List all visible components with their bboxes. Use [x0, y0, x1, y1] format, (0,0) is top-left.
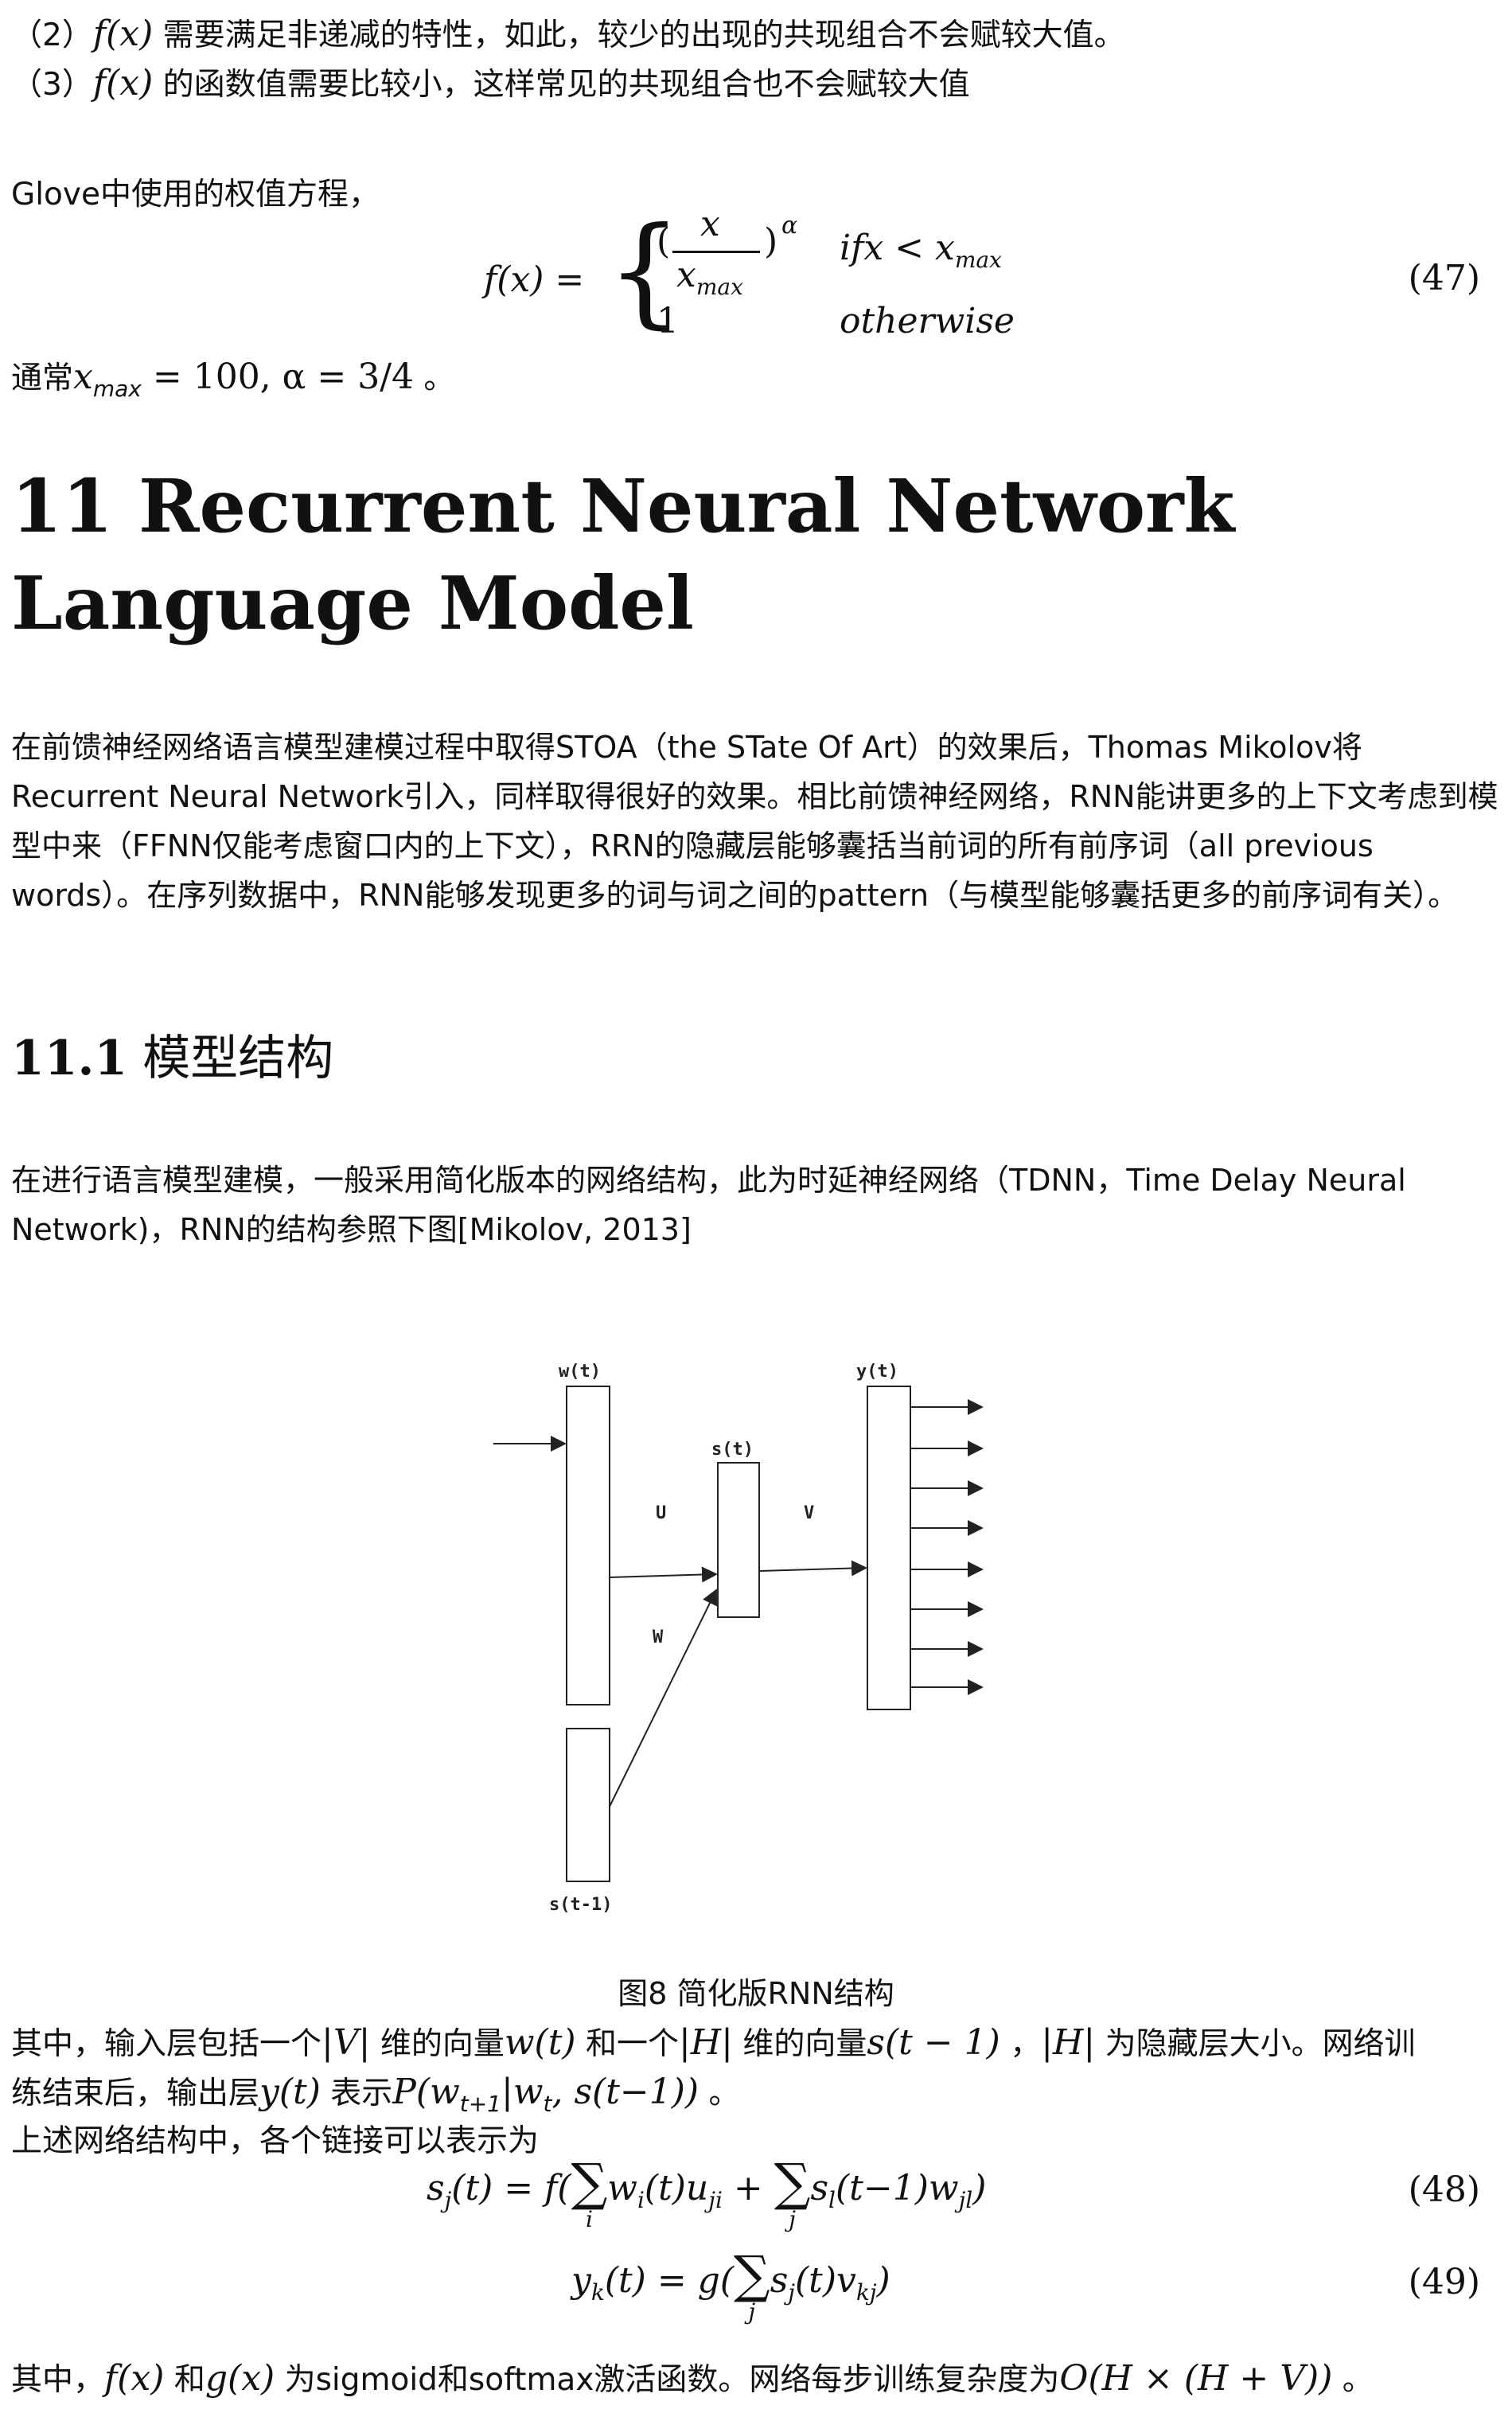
output-layer-box	[867, 1386, 911, 1710]
explain-line-2: 练结束后，输出层y(t) 表示P(wt+1|wt, s(t−1)) 。	[11, 2072, 740, 2117]
math-inline: f(x)	[92, 63, 154, 103]
label-w: w(t)	[559, 1362, 601, 1382]
glove-lead-text: Glove中使用的权值方程，	[11, 177, 380, 212]
glove-note: 通常xmax = 100, α = 3/4 。	[11, 357, 455, 402]
label-y: y(t)	[856, 1362, 898, 1382]
label-s: s(t)	[711, 1440, 754, 1460]
item-number: （2）	[11, 18, 93, 53]
label-w-weight: W	[653, 1628, 664, 1647]
item-text: 的函数值需要比较小，这样常见的共现组合也不会赋较大值	[153, 67, 970, 103]
explain-line-3: 上述网络结构中，各个链接可以表示为	[11, 2123, 540, 2159]
subsection-number: 11.1	[11, 1031, 128, 1086]
w-connection-arrow	[609, 1589, 718, 1807]
output-arrows	[910, 1399, 984, 1695]
section-paragraph: 在前馈神经网络语言模型建模过程中取得STOA（the STate Of Art）…	[11, 730, 1498, 913]
u-connection-arrow	[609, 1566, 718, 1583]
fraction-numerator: x	[700, 204, 720, 244]
explain-line-1: 其中，输入层包括一个|V| 维的向量w(t) 和一个|H| 维的向量s(t − …	[11, 2022, 1416, 2063]
fraction-denominator: xmax	[676, 255, 743, 300]
left-brace: {	[606, 202, 683, 341]
sum-operator-3: ∑j	[734, 2246, 770, 2325]
equation-47: f(x) = { ( x xmax ) α ifx < xmax 1 other…	[477, 199, 1114, 358]
item-number: （3）	[11, 67, 93, 103]
case2-condition: otherwise	[840, 301, 1015, 341]
list-item-2: （2）f(x) 需要满足非递减的特性，如此，较少的出现的共现组合不会赋较大值。	[11, 10, 1125, 60]
case1-condition: ifx < xmax	[840, 228, 1002, 273]
sum-operator-1: ∑i	[571, 2154, 608, 2232]
equation-number: (48)	[1408, 2169, 1480, 2210]
subsection-title: 模型结构	[127, 1031, 334, 1086]
subsection-heading: 11.1 模型结构	[11, 1027, 333, 1090]
list-item-3: （3）f(x) 的函数值需要比较小，这样常见的共现组合也不会赋较大值	[11, 59, 970, 110]
label-v: V	[804, 1503, 814, 1523]
case2-value: 1	[657, 301, 679, 341]
equation-number: (47)	[1408, 258, 1480, 298]
section-heading: 11 Recurrent Neural Network Language Mod…	[11, 463, 1235, 646]
label-u: U	[656, 1503, 666, 1523]
sum-operator-2: ∑j	[774, 2154, 811, 2232]
rnn-diagram: w(t) s(t-1) s(t) y(t) U W V	[493, 1362, 984, 1915]
v-connection-arrow	[758, 1560, 867, 1577]
math-inline: f(x)	[92, 14, 154, 54]
equation-number: (49)	[1408, 2262, 1480, 2302]
label-s-prev: s(t-1)	[549, 1895, 612, 1915]
paren-open: (	[657, 221, 671, 262]
subsection-paragraph: 在进行语言模型建模，一般采用简化版本的网络结构，此为时延神经网络（TDNN，Ti…	[11, 1163, 1406, 1247]
equation-lhs: f(x) =	[484, 259, 585, 300]
exponent-alpha: α	[781, 212, 798, 240]
prev-state-box	[566, 1728, 610, 1882]
figure-caption: 图8 简化版RNN结构	[618, 1976, 894, 2011]
hidden-layer-box	[717, 1462, 760, 1618]
item-text: 需要满足非递减的特性，如此，较少的出现的共现组合不会赋较大值。	[153, 18, 1125, 53]
paren-close: )	[764, 221, 778, 262]
fraction-bar	[672, 251, 760, 253]
input-layer-box	[566, 1386, 610, 1705]
closing-line: 其中，f(x) 和g(x) 为sigmoid和softmax激活函数。网络每步训…	[11, 2358, 1374, 2399]
